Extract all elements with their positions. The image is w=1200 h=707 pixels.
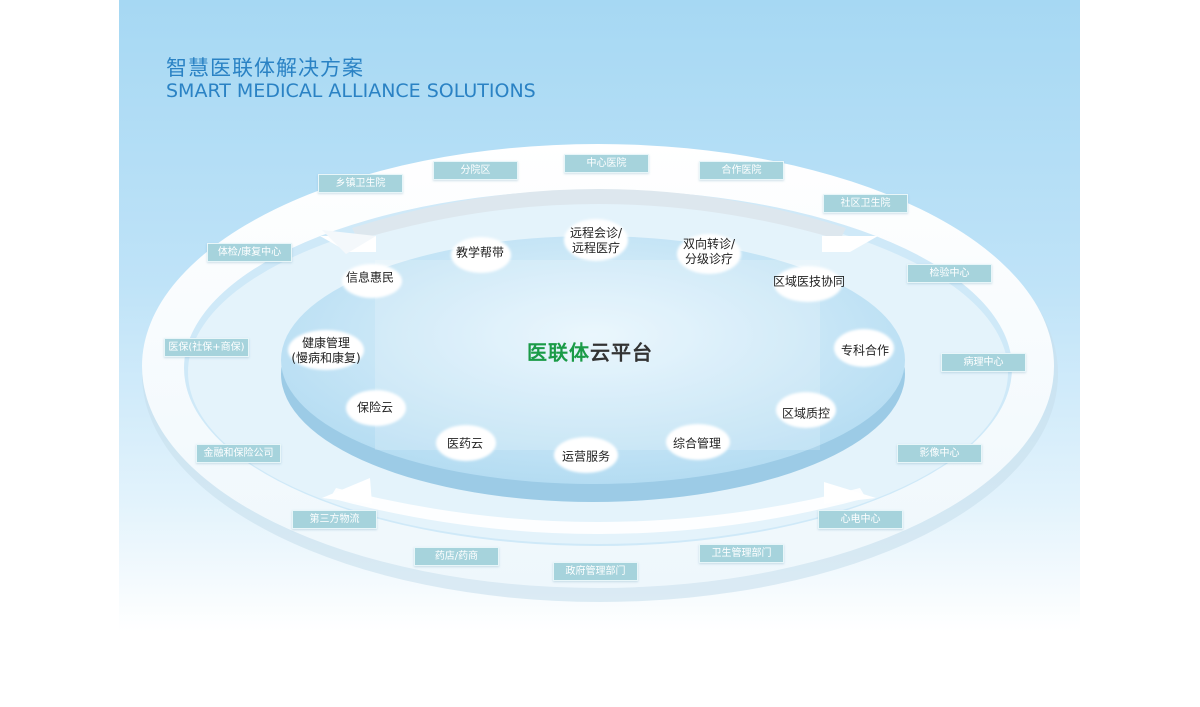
inner-arc-top	[352, 189, 846, 240]
page-title: 智慧医联体解决方案	[166, 56, 364, 80]
cloud-label-line: 远程医疗	[571, 241, 621, 255]
center-title-green: 医联体	[527, 340, 590, 365]
light-column	[375, 260, 820, 450]
cloud-integrated-management: 综合管理	[672, 436, 722, 451]
cloud-info-benefit: 信息惠民	[345, 270, 395, 285]
disc-top	[281, 236, 905, 484]
cloud-quality-control: 区域质控	[781, 406, 831, 421]
tag-checkup-rehab-center: 体检/康复中心	[207, 243, 292, 262]
arrow-top-right	[822, 236, 878, 252]
cloud-label-line: 分级诊疗	[684, 252, 734, 266]
tag-third-party-logistics: 第三方物流	[292, 510, 377, 529]
tag-branch-campus: 分院区	[433, 161, 518, 180]
cloud-remote-consultation: 远程会诊/远程医疗	[570, 226, 622, 256]
center-platform-title: 医联体云平台	[527, 337, 653, 366]
page-subtitle: SMART MEDICAL ALLIANCE SOLUTIONS	[166, 80, 536, 102]
arrow-bottom-right	[824, 482, 876, 504]
tag-health-admin: 卫生管理部门	[699, 544, 784, 563]
tag-lab-center: 检验中心	[907, 264, 992, 283]
clouds	[288, 219, 894, 473]
tag-imaging-center: 影像中心	[897, 444, 982, 463]
tag-township-clinic: 乡镇卫生院	[318, 174, 403, 193]
cloud-label-line: 远程会诊/	[569, 226, 623, 240]
tag-partner-hospital: 合作医院	[699, 161, 784, 180]
tag-medical-insurance: 医保(社保+商保)	[164, 338, 249, 357]
tag-community-clinic: 社区卫生院	[823, 194, 908, 213]
tag-center-hospital: 中心医院	[564, 154, 649, 173]
tag-finance-insurance: 金融和保险公司	[196, 444, 281, 463]
tag-ecg-center: 心电中心	[818, 510, 903, 529]
arrow-bottom-left	[322, 478, 372, 504]
cloud-label-line: 健康管理	[301, 336, 350, 350]
cloud-teaching-support: 教学帮带	[455, 245, 505, 260]
cloud-label-line: (慢病和康复)	[291, 351, 361, 365]
cloud-specialty-cooperation: 专科合作	[840, 343, 890, 358]
cloud-operation-service: 运营服务	[561, 449, 611, 464]
cloud-insurance: 保险云	[356, 400, 394, 415]
cloud-regional-tech: 区域医技协同	[772, 274, 846, 289]
cloud-medicine: 医药云	[446, 436, 484, 451]
tag-government-admin: 政府管理部门	[553, 562, 638, 581]
arrow-top-left-head	[322, 230, 376, 254]
cloud-health-management: 健康管理(慢病和康复)	[291, 336, 360, 366]
tag-pathology-center: 病理中心	[941, 353, 1026, 372]
tag-pharmacy: 药店/药商	[414, 547, 499, 566]
center-title-dark: 云平台	[590, 340, 653, 365]
cloud-referral: 双向转诊/分级诊疗	[683, 237, 735, 267]
cloud-label-line: 双向转诊/	[682, 237, 736, 251]
inner-arc-bottom	[330, 488, 866, 534]
